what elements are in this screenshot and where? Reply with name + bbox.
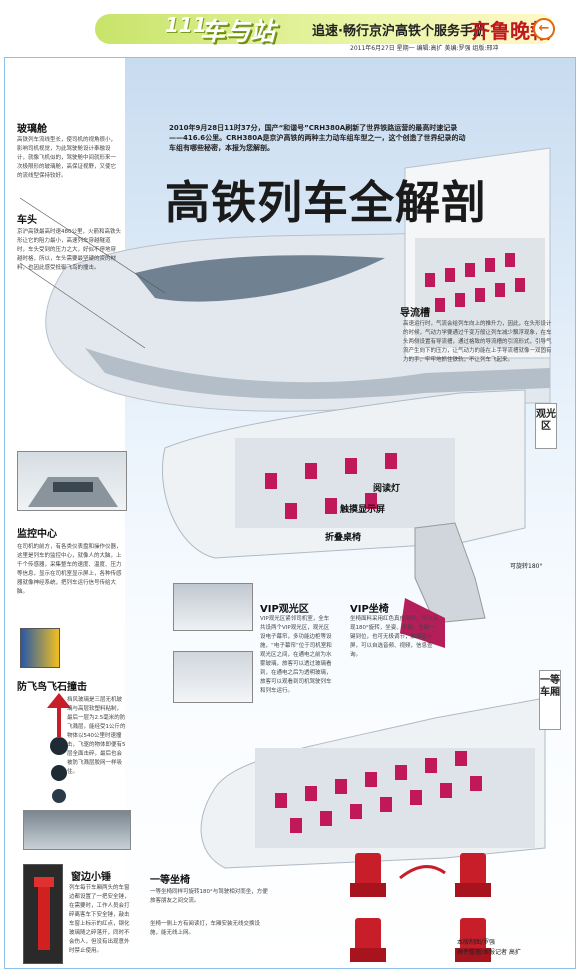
vip-area-text: VIP观光区紧邻司机室，全车共设两个VIP观光区，观光区设电子幕帘，多功能边柜等… xyxy=(260,616,332,694)
page-header: 111 车与站 追速·畅行京沪高铁个服务手册 齐鲁晚報 ← 2011年6月27日… xyxy=(0,0,580,56)
window-hammer-text: 列车每节车厢两头的车窗边都设置了一把安全锤，在需要时，工作人员会打碎离客车下安全… xyxy=(69,885,130,954)
glass-cockpit-text: 高铁列车流线型长，使司机的视角很小，影响司机视觉，为此驾驶舱设计奉融设计，就像飞… xyxy=(17,137,117,179)
vip-seat-label: VIP坐椅 xyxy=(350,604,389,615)
section-number: 111 xyxy=(165,13,207,37)
back-arrow-icon[interactable]: ← xyxy=(533,18,555,40)
glass-layers-icon xyxy=(20,628,60,668)
first-class-seat-text-1: 一等坐椅同样可旋转180°与驾驶相对而坐，方便旅客朋友之间交流。 xyxy=(150,889,268,904)
vip-area-photo-2 xyxy=(173,651,253,703)
page-title: 高铁列车全解剖 xyxy=(165,176,488,229)
reading-light-callout: 阅读灯 xyxy=(373,484,401,494)
intro-text: 2010年9月28日11时37分，国产“和谐号”CRH380A刷新了世界铁路运营… xyxy=(169,124,466,152)
section-title: 车与站 xyxy=(200,17,276,46)
nose-text: 京沪高铁最高时速480公里，火箭和高铁头形让它的阻力最小，高速列车穿越隧道时，车… xyxy=(17,229,121,271)
vip-seat-text: 坐椅面料采用红色真皮面料，可以实现180°旋转，坐姿、平躺、全躺一键到位，也可无… xyxy=(350,616,439,658)
credits: 本版制图/罗强 稿件整理/本报记者 高扩 xyxy=(457,938,521,958)
glass-cockpit-label: 玻璃舱 xyxy=(17,124,47,135)
vip-area-photo-1 xyxy=(173,583,253,631)
monitor-center-photo xyxy=(17,451,127,511)
first-class-car-label: 一等车厢 xyxy=(539,670,561,730)
flow-groove-text: 高速运行时，气流会给列车向上的推升力，因此，在头形设计的时候，气动力学要通过千变… xyxy=(403,321,552,363)
seat-rotation-illustration xyxy=(350,853,491,962)
credit-writer: 稿件整理/本报记者 高扩 xyxy=(457,949,521,956)
control-desk-icon xyxy=(28,477,118,507)
first-class-seat-label: 一等坐椅 xyxy=(150,875,190,886)
monitor-center-text: 在司机的前方，有各类仪表盘和操作仪器，这里是列车的监控中心，就像人的大脑，上千个… xyxy=(17,544,122,595)
section-banner xyxy=(95,14,555,44)
first-class-seats xyxy=(275,751,482,833)
sightseeing-seats xyxy=(265,453,397,519)
content-frame: 2010年9月28日11时37分，国产“和谐号”CRH380A刷新了世界铁路运营… xyxy=(4,57,576,969)
folding-table-callout: 折叠桌椅 xyxy=(325,533,362,543)
upper-seats xyxy=(425,253,525,312)
hammer-icon xyxy=(34,877,54,950)
train-illustration xyxy=(19,147,551,962)
bird-strike-label: 防飞鸟飞石撞击 xyxy=(17,682,87,693)
window-hammer-label: 窗边小锤 xyxy=(71,872,111,883)
first-class-seat-text-2: 坐椅一侧上方有阅读灯，车厢安装无线交换设施，能无线上网。 xyxy=(150,921,261,936)
window-photo xyxy=(23,810,131,850)
section-subtitle: 追速·畅行京沪高铁个服务手册 xyxy=(312,24,486,39)
flow-groove-label: 导流槽 xyxy=(400,308,430,319)
touch-screen-callout: 触摸显示屏 xyxy=(340,505,386,515)
sightseeing-area-label: 观光区 xyxy=(535,403,557,449)
monitor-center-label: 监控中心 xyxy=(17,529,57,540)
issue-meta: 2011年6月27日 星期一 编辑:高扩 美编:罗强 组版:邢冲 xyxy=(350,45,499,52)
bird-strike-text: 挡风玻璃是三层无机玻璃与高层软塑料粘制，最后一层为2.5毫米的防飞溅层，能经受1… xyxy=(67,697,126,775)
credit-graphics: 本版制图/罗强 xyxy=(457,939,496,946)
rotate-180-label: 可旋转180° xyxy=(510,563,543,570)
nose-label: 车头 xyxy=(17,215,37,226)
safety-hammer-photo xyxy=(23,864,63,964)
vip-area-label: VIP观光区 xyxy=(260,604,309,615)
